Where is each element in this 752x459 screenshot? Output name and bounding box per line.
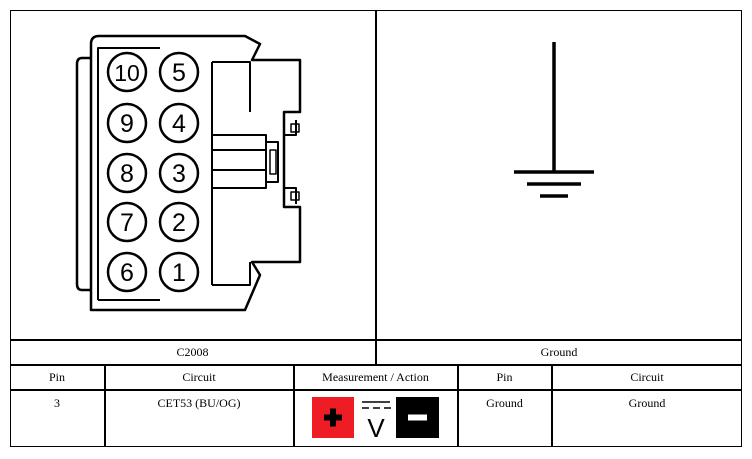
pin-2-cavity (158, 201, 200, 243)
positive-lead-icon (312, 397, 354, 438)
panel-divider (375, 10, 377, 365)
header-top-rule (10, 364, 742, 366)
pin-1-label: 1 (172, 259, 186, 287)
row-pin-b: Ground (486, 396, 523, 410)
header-circuit-a: Circuit (182, 370, 216, 384)
connector-pins: 10 5 9 4 8 3 7 2 6 1 (106, 51, 200, 293)
header-measurement: Measurement / Action (322, 370, 429, 384)
col-divider-2 (293, 364, 295, 447)
connector-face-outline (75, 34, 302, 312)
pin-6-cavity (106, 251, 148, 293)
header-circuit-b: Circuit (630, 370, 664, 384)
pin-8-label: 8 (120, 160, 134, 188)
ground-label: Ground (540, 345, 578, 359)
pin-3-label: 3 (172, 160, 186, 188)
header-pin-a: Pin (48, 370, 65, 384)
connector-name: C2008 (176, 345, 209, 359)
pin-10-cavity (106, 51, 148, 93)
meter-symbol: V (367, 413, 385, 443)
pin-4-cavity (158, 102, 200, 144)
col-divider-3 (457, 364, 459, 447)
row-circuit-b: Ground (628, 396, 666, 410)
col-divider-1 (104, 364, 106, 447)
pin-1-cavity (158, 251, 200, 293)
dc-voltage-meter-icon: V (362, 401, 391, 443)
negative-lead-icon (396, 397, 439, 438)
header-pin-b: Pin (496, 370, 513, 384)
pin-4-label: 4 (172, 110, 186, 138)
pin-7-label: 7 (120, 209, 134, 237)
col-divider-4 (551, 364, 553, 447)
pin-3-cavity (158, 152, 200, 194)
pin-2-label: 2 (172, 209, 186, 237)
pin-6-label: 6 (120, 259, 134, 287)
pin-10-label: 10 (114, 60, 140, 86)
row-pin-a: 3 (54, 396, 60, 410)
pin-8-cavity (106, 152, 148, 194)
pin-5-cavity (158, 51, 200, 93)
pin-5-label: 5 (172, 59, 186, 87)
caption-top-rule (10, 339, 742, 341)
pin-9-cavity (106, 102, 148, 144)
header-bottom-rule (10, 389, 742, 391)
pin-7-cavity (106, 201, 148, 243)
ground-symbol-icon (514, 42, 594, 198)
row-circuit-a: CET53 (BU/OG) (157, 396, 241, 410)
pin-9-label: 9 (120, 110, 134, 138)
